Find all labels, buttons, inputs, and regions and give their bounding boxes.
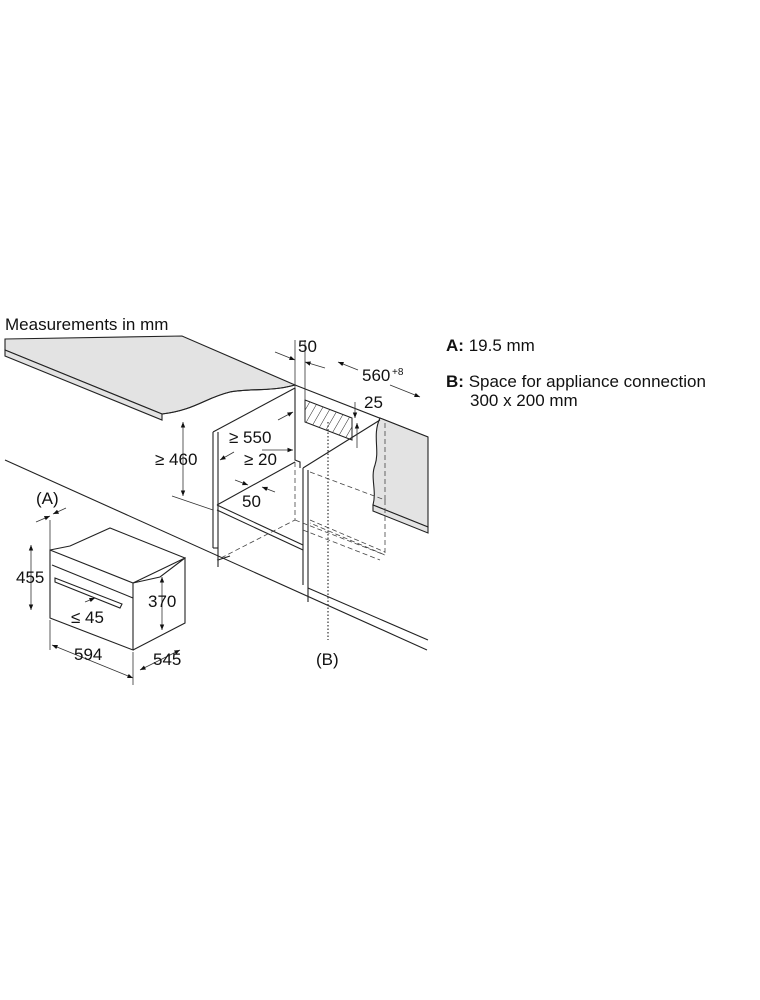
legend-b-text: Space for appliance connection (468, 372, 706, 391)
cabinet (212, 387, 429, 641)
dim-top-gap: 50 (298, 337, 317, 356)
dim-appliance-height: 455 (16, 568, 44, 587)
dim-worktop-height: ≥ 460 (155, 450, 197, 469)
legend-a: A: 19.5 mm (446, 336, 535, 355)
dim-vent-height: 25 (364, 393, 383, 412)
dim-door-height: 370 (148, 592, 176, 611)
dim-appliance-width: 594 (74, 645, 102, 664)
label-b: (B) (316, 650, 339, 669)
legend-b: B: Space for appliance connection 300 x … (446, 372, 706, 410)
dim-handle-offset: ≤ 45 (71, 608, 104, 627)
label-a: (A) (36, 489, 59, 508)
oven (49, 527, 187, 651)
legend-a-key: A: (446, 336, 464, 355)
dim-shelf-gap: 50 (242, 492, 261, 511)
legend-b-key: B: (446, 372, 464, 391)
dim-back-gap: ≥ 20 (244, 450, 277, 469)
legend-a-text: 19.5 mm (468, 336, 535, 355)
dim-appliance-depth: 545 (153, 650, 181, 669)
dim-niche-width-tolerance: +8 (392, 367, 404, 378)
dimension-lines (28, 340, 421, 685)
measurements-title: Measurements in mm (5, 315, 168, 334)
legend-b-size: 300 x 200 mm (470, 391, 578, 410)
right-worktop (372, 417, 429, 534)
left-worktop (4, 335, 297, 421)
dim-niche-width: 560 (362, 366, 390, 385)
floor-line (4, 459, 428, 651)
connection-space-hatch (304, 399, 353, 441)
dim-niche-depth: ≥ 550 (229, 428, 271, 447)
